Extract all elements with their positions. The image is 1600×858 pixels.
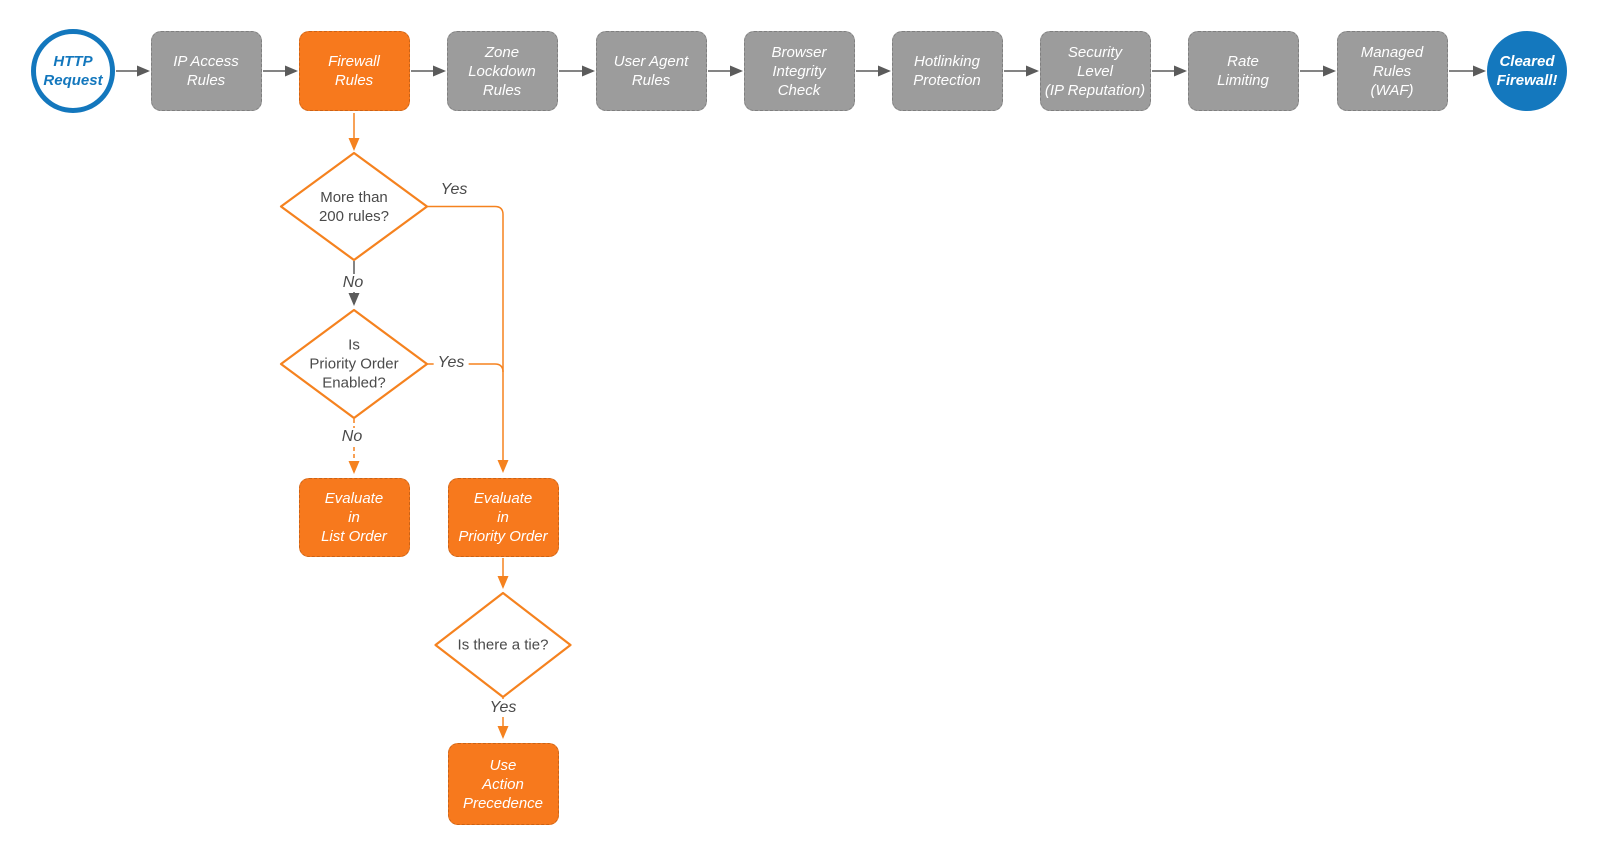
edge-label-yes-tie: Yes [485, 699, 521, 717]
node-browser-integrity-check: Browser Integrity Check [743, 31, 855, 111]
node-cleared-firewall: Cleared Firewall! [1487, 31, 1567, 111]
decision-is-there-a-tie: Is there a tie? [457, 636, 549, 654]
diamond-priority-enabled-shape [279, 308, 429, 420]
decision-priority-order-enabled: Is Priority Order Enabled? [309, 336, 399, 392]
diamond-more-than-200-shape [279, 151, 429, 262]
node-security-level: Security Level (IP Reputation) [1039, 31, 1151, 111]
edge-label-no-more-than-200: No [338, 274, 368, 292]
node-evaluate-in-list-order: Evaluate in List Order [298, 478, 410, 557]
node-firewall-rules: Firewall Rules [298, 31, 410, 111]
edge-label-yes-more-than-200: Yes [436, 181, 472, 199]
node-ip-access-rules: IP Access Rules [150, 31, 262, 111]
node-use-action-precedence: Use Action Precedence [447, 743, 559, 825]
diamond-is-there-a-tie-shape [434, 591, 572, 699]
decision-more-than-200-rules: More than 200 rules? [318, 188, 390, 225]
node-user-agent-rules: User Agent Rules [595, 31, 707, 111]
edge-yes-to-priority-order-evaluate [427, 205, 509, 473]
node-hotlinking-protection: Hotlinking Protection [891, 31, 1003, 111]
edge-label-no-priority-enabled: No [337, 428, 367, 446]
edge-label-yes-priority-enabled: Yes [433, 354, 469, 372]
node-http-request: HTTP Request [31, 29, 115, 113]
node-evaluate-in-priority-order: Evaluate in Priority Order [447, 478, 559, 557]
node-managed-rules-waf: Managed Rules (WAF) [1336, 31, 1448, 111]
edge-yes-merge-to-priority-line [427, 363, 504, 373]
node-rate-limiting: Rate Limiting [1187, 31, 1299, 111]
node-zone-lockdown-rules: Zone Lockdown Rules [446, 31, 558, 111]
